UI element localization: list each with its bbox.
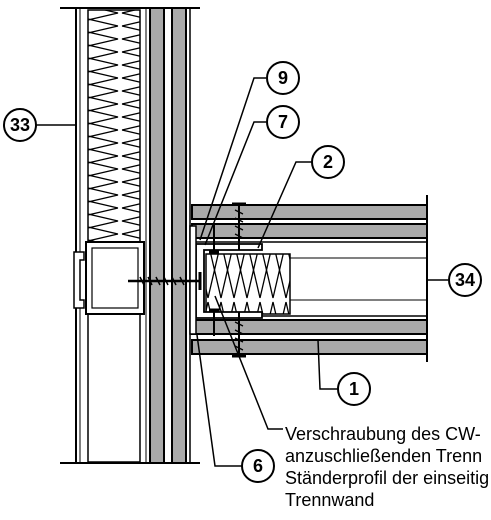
note-line-4: Trennwand bbox=[285, 490, 374, 510]
connecting-wall-insulation bbox=[205, 253, 291, 315]
note-line-2: anzuschließenden Trenn bbox=[285, 446, 482, 466]
wall-insulation-lower bbox=[87, 311, 141, 463]
connection-screw bbox=[128, 272, 202, 290]
callout-2: 2 bbox=[311, 145, 345, 179]
leader-lines bbox=[36, 77, 448, 467]
profile-clip bbox=[73, 251, 85, 309]
callout-9: 9 bbox=[266, 61, 300, 95]
board-top-inner bbox=[191, 223, 428, 239]
board-screw-top-2 bbox=[209, 224, 219, 254]
svg-text:34: 34 bbox=[455, 270, 475, 290]
callout-1: 1 bbox=[337, 372, 371, 406]
wall-insulation bbox=[87, 9, 141, 243]
svg-text:9: 9 bbox=[278, 68, 288, 88]
note-line-3: Ständerprofil der einseitig bbox=[285, 468, 489, 488]
board-screw-top bbox=[232, 202, 246, 250]
screw-note: Verschraubung des CW- anzuschließenden T… bbox=[285, 424, 489, 510]
svg-text:1: 1 bbox=[349, 379, 359, 399]
svg-text:7: 7 bbox=[278, 112, 288, 132]
note-line-1: Verschraubung des CW- bbox=[285, 424, 481, 444]
junction-stud-profile bbox=[195, 243, 263, 319]
connecting-wall bbox=[189, 195, 428, 362]
svg-text:33: 33 bbox=[10, 115, 30, 135]
svg-text:6: 6 bbox=[253, 456, 263, 476]
svg-text:2: 2 bbox=[323, 152, 333, 172]
callout-7: 7 bbox=[266, 105, 300, 139]
wall-board-outer bbox=[171, 7, 187, 464]
board-screw-bottom-2 bbox=[209, 308, 219, 336]
board-bottom-outer bbox=[191, 339, 428, 355]
board-top-outer bbox=[191, 204, 428, 220]
wall-stud-profile bbox=[85, 241, 145, 315]
callout-33: 33 bbox=[3, 108, 37, 142]
existing-wall bbox=[60, 7, 200, 464]
wall-board-inner bbox=[149, 7, 165, 464]
callout-34: 34 bbox=[448, 263, 482, 297]
callout-6: 6 bbox=[241, 449, 275, 483]
